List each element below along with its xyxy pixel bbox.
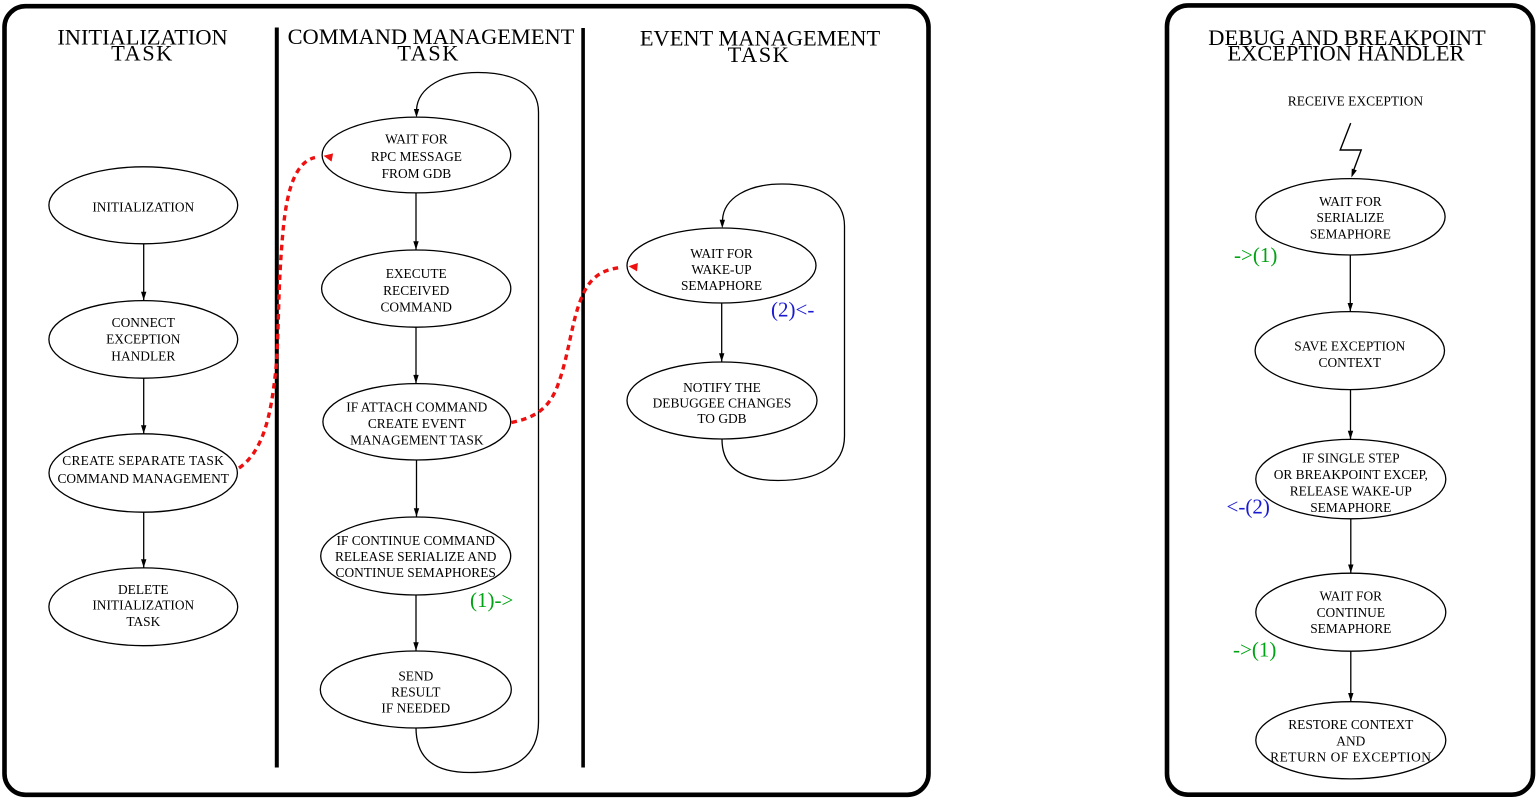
svg-text:SEMAPHORE: SEMAPHORE bbox=[681, 278, 762, 293]
svg-text:SEMAPHORE: SEMAPHORE bbox=[1310, 500, 1391, 515]
svg-text:IF NEEDED: IF NEEDED bbox=[381, 701, 450, 716]
svg-text:SERIALIZE: SERIALIZE bbox=[1317, 210, 1385, 225]
svg-text:CONNECT: CONNECT bbox=[112, 315, 175, 330]
svg-text:CREATE EVENT: CREATE EVENT bbox=[368, 416, 466, 431]
svg-text:NOTIFY THE: NOTIFY THE bbox=[683, 380, 761, 395]
svg-text:RESULT: RESULT bbox=[391, 685, 440, 700]
svg-text:TASK: TASK bbox=[126, 614, 160, 629]
svg-text:RELEASE WAKE-UP: RELEASE WAKE-UP bbox=[1290, 483, 1412, 498]
svg-text:WAIT FOR: WAIT FOR bbox=[1319, 589, 1382, 604]
svg-text:(2)<-: (2)<- bbox=[771, 298, 814, 322]
svg-text:DEBUG AND BREAKPOINT: DEBUG AND BREAKPOINT bbox=[1208, 25, 1486, 50]
svg-text:SEMAPHORE: SEMAPHORE bbox=[1310, 227, 1391, 242]
svg-text:SEMAPHORE: SEMAPHORE bbox=[1310, 621, 1391, 636]
svg-text:IF SINGLE STEP: IF SINGLE STEP bbox=[1302, 451, 1399, 466]
svg-text:FROM GDB: FROM GDB bbox=[382, 166, 452, 181]
svg-text:HANDLER: HANDLER bbox=[111, 348, 175, 363]
svg-text:WAIT FOR: WAIT FOR bbox=[690, 246, 753, 261]
svg-text:IF CONTINUE COMMAND: IF CONTINUE COMMAND bbox=[336, 533, 495, 548]
svg-text:EXCEPTION HANDLER: EXCEPTION HANDLER bbox=[1228, 40, 1465, 65]
svg-text:EVENT MANAGEMENT: EVENT MANAGEMENT bbox=[640, 25, 881, 50]
svg-text:RELEASE SERIALIZE AND: RELEASE SERIALIZE AND bbox=[335, 549, 497, 564]
svg-text:COMMAND MANAGEMENT: COMMAND MANAGEMENT bbox=[57, 471, 228, 486]
svg-text:TASK: TASK bbox=[397, 41, 460, 66]
svg-text:WAIT FOR: WAIT FOR bbox=[1319, 194, 1382, 209]
svg-text:CONTINUE SEMAPHORES: CONTINUE SEMAPHORES bbox=[336, 565, 496, 580]
svg-text:RECEIVE EXCEPTION: RECEIVE EXCEPTION bbox=[1288, 93, 1424, 108]
svg-text:COMMAND MANAGEMENT: COMMAND MANAGEMENT bbox=[288, 24, 575, 49]
svg-text:(1)->: (1)-> bbox=[470, 588, 513, 612]
svg-text:CONTINUE: CONTINUE bbox=[1317, 605, 1385, 620]
svg-text:RECEIVED: RECEIVED bbox=[383, 283, 450, 298]
svg-text:TASK: TASK bbox=[111, 41, 174, 66]
svg-text:EXCEPTION: EXCEPTION bbox=[106, 332, 181, 347]
svg-text:DELETE: DELETE bbox=[118, 582, 169, 597]
svg-text:TO GDB: TO GDB bbox=[697, 411, 746, 426]
svg-text:<-(2): <-(2) bbox=[1227, 495, 1270, 519]
svg-text:RPC MESSAGE: RPC MESSAGE bbox=[371, 149, 462, 164]
svg-text:->(1): ->(1) bbox=[1233, 638, 1276, 662]
svg-text:IF ATTACH COMMAND: IF ATTACH COMMAND bbox=[346, 399, 487, 414]
svg-text:COMMAND: COMMAND bbox=[380, 299, 452, 314]
svg-text:OR BREAKPOINT EXCEP,: OR BREAKPOINT EXCEP, bbox=[1274, 467, 1428, 482]
svg-text:INITIALIZATION: INITIALIZATION bbox=[57, 24, 227, 49]
svg-text:INITIALIZATION: INITIALIZATION bbox=[92, 200, 194, 215]
svg-text:CREATE SEPARATE TASK: CREATE SEPARATE TASK bbox=[62, 453, 224, 468]
svg-text:RESTORE CONTEXT: RESTORE CONTEXT bbox=[1288, 717, 1413, 732]
svg-text:WAKE-UP: WAKE-UP bbox=[691, 262, 751, 277]
svg-text:MANAGEMENT TASK: MANAGEMENT TASK bbox=[350, 432, 484, 447]
svg-text:SEND: SEND bbox=[398, 669, 433, 684]
svg-text:TASK: TASK bbox=[728, 42, 791, 67]
svg-text:RETURN OF EXCEPTION: RETURN OF EXCEPTION bbox=[1270, 750, 1431, 765]
svg-text:EXECUTE: EXECUTE bbox=[386, 266, 447, 281]
svg-text:->(1): ->(1) bbox=[1234, 243, 1277, 267]
svg-text:WAIT FOR: WAIT FOR bbox=[385, 132, 448, 147]
svg-text:SAVE EXCEPTION: SAVE EXCEPTION bbox=[1294, 338, 1405, 353]
svg-text:INITIALIZATION: INITIALIZATION bbox=[92, 598, 194, 613]
svg-text:CONTEXT: CONTEXT bbox=[1319, 355, 1381, 370]
svg-text:DEBUGGEE CHANGES: DEBUGGEE CHANGES bbox=[653, 395, 792, 410]
svg-text:AND: AND bbox=[1336, 733, 1365, 748]
